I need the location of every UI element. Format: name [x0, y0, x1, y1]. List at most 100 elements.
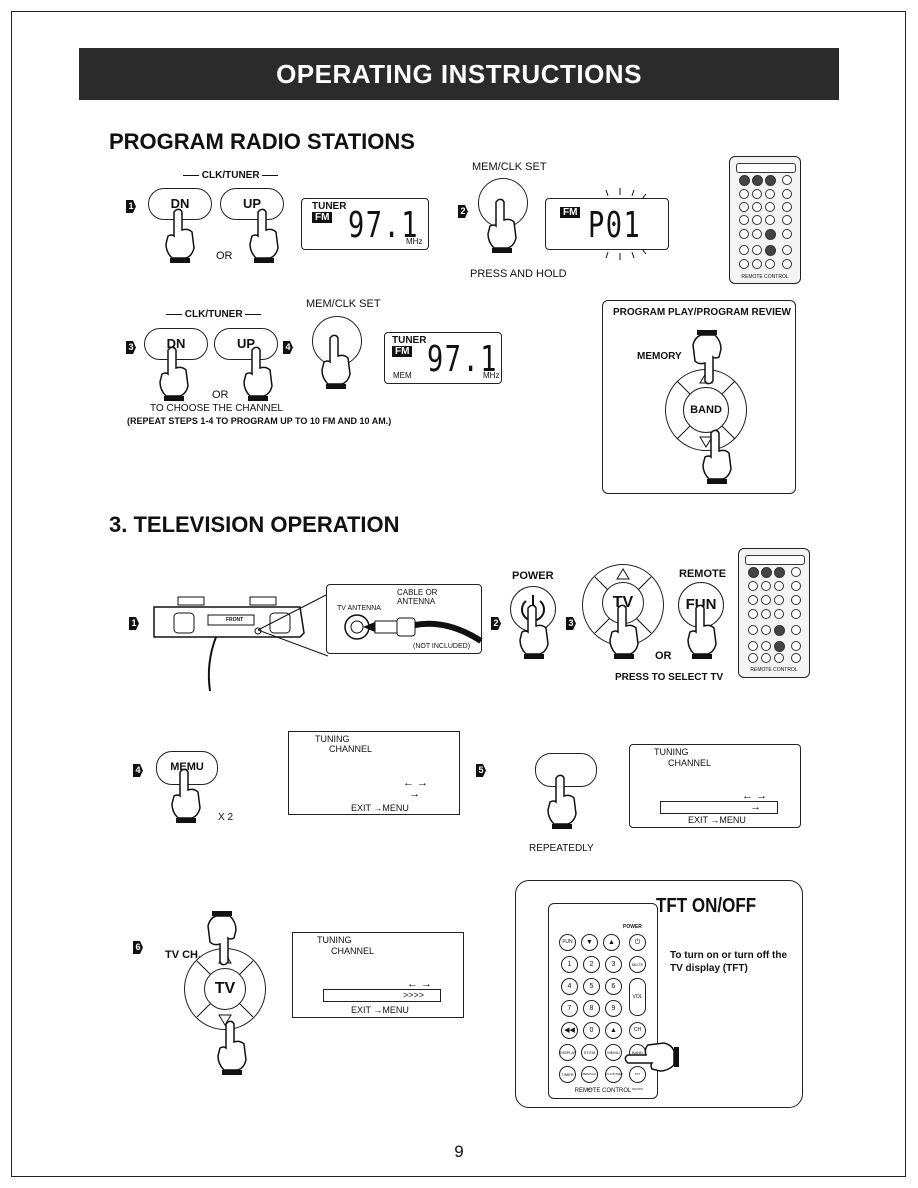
remote-key: ◀◀	[561, 1022, 578, 1039]
remote-control-image: REMOTE CONTROL	[738, 548, 810, 678]
zoom-lines-icon	[257, 593, 329, 657]
remote-key: ST.EM	[581, 1044, 598, 1061]
step-1-badge: 1	[129, 617, 139, 630]
remote-label: REMOTE	[679, 568, 727, 580]
remote-key: 9	[605, 1000, 622, 1017]
right-arrow-icon: →	[403, 788, 421, 800]
remote-key: 3	[605, 956, 622, 973]
fm-label: FM	[312, 212, 333, 223]
hand-pointer-icon	[207, 911, 237, 966]
section-title-radio: PROGRAM RADIO STATIONS	[109, 129, 415, 154]
hand-pointer-icon	[159, 346, 189, 401]
front-label: FRONT	[226, 617, 244, 623]
blank-button[interactable]	[535, 753, 597, 787]
tft-on-off-key: TFT ON/OFF	[629, 1066, 646, 1091]
tv-antenna-label: TV ANTENNA	[337, 605, 381, 612]
band-button[interactable]: BAND	[683, 387, 729, 433]
or-label: OR	[212, 389, 229, 401]
step-2-badge: 2	[491, 617, 501, 630]
hand-pointer-icon	[217, 1020, 247, 1075]
step-4-badge: 4	[133, 764, 143, 777]
hand-pointer-icon	[687, 604, 717, 659]
memory-display: TUNER FM MEM 97.1 MHz	[384, 332, 502, 384]
tuner-label: TUNER	[312, 201, 347, 212]
remote-key: CLK/TUNER	[605, 1066, 623, 1083]
choose-channel-text: TO CHOOSE THE CHANNEL	[150, 403, 283, 414]
step-6-badge: 6	[133, 941, 143, 954]
exit-menu-text: EXIT →MENU	[688, 815, 746, 825]
remote-key: ⏻	[629, 934, 646, 951]
page-number: 9	[454, 1142, 464, 1161]
tuning-label: TUNING	[315, 734, 350, 744]
channel-label: CHANNEL	[329, 744, 373, 754]
mhz-label: MHz	[406, 237, 423, 246]
channel-fill-screen: TUNING CHANNEL ← → >>>> EXIT →MENU	[292, 932, 464, 1018]
radio-unit-illustration	[153, 596, 305, 692]
mhz-label: MHz	[483, 371, 500, 380]
page-title: OPERATING INSTRUCTIONS	[79, 48, 839, 100]
hand-pointer-icon	[171, 768, 201, 823]
hand-pointer-icon	[249, 208, 279, 263]
blink-rays-icon	[605, 188, 647, 260]
remote-power-label: POWER	[623, 924, 642, 930]
remote-key: ▲	[603, 934, 620, 951]
up-button[interactable]: UP	[220, 188, 284, 220]
up-button[interactable]: UP	[214, 328, 278, 360]
remote-key: DISPLAY	[559, 1044, 577, 1061]
hand-pointer-icon	[692, 330, 722, 385]
power-label: POWER	[512, 570, 554, 582]
press-and-hold-label: PRESS AND HOLD	[470, 268, 567, 280]
right-arrow-icon: →	[744, 801, 762, 813]
remote-key: 0	[583, 1022, 600, 1039]
clk-tuner-label: CLK/TUNER	[183, 170, 279, 181]
fm-label: FM	[560, 207, 581, 218]
remote-key: 8	[583, 1000, 600, 1017]
left-right-arrows-icon: ← →	[742, 790, 768, 802]
not-included-label: (NOT INCLUDED)	[413, 643, 471, 650]
remote-caption: REMOTE CONTROL	[574, 1088, 632, 1094]
remote-key: 6	[605, 978, 622, 995]
channel-label: CHANNEL	[668, 758, 712, 768]
step-3-badge: 3	[566, 617, 576, 630]
remote-key: 5	[583, 978, 600, 995]
exit-menu-text: EXIT →MENU	[351, 803, 409, 813]
section-title-tv: 3. TELEVISION OPERATION	[109, 512, 400, 537]
hand-pointer-icon	[487, 198, 517, 253]
cable-antenna-label: CABLE OR ANTENNA	[397, 588, 438, 606]
tuning-label: TUNING	[654, 747, 689, 757]
remote-key: 4	[561, 978, 578, 995]
remote-key: ▼	[581, 934, 598, 951]
remote-key: 2	[583, 956, 600, 973]
remote-key: 7	[561, 1000, 578, 1017]
tuner-label: TUNER	[392, 335, 427, 346]
hand-pointer-icon	[624, 1042, 679, 1072]
remote-key-vol: VOL	[629, 978, 646, 1016]
step-5-badge: 5	[476, 764, 486, 777]
hand-pointer-icon	[609, 604, 639, 659]
tv-button[interactable]: TV	[204, 968, 246, 1010]
tuning-label: TUNING	[317, 935, 352, 945]
antenna-detail-panel: TV ANTENNA CABLE OR ANTENNA (NOT INCLUDE…	[326, 584, 483, 654]
remote-key: TIMER	[559, 1066, 576, 1083]
coax-cable-icon	[344, 614, 483, 644]
tv-ch-label: TV CH.	[165, 949, 202, 961]
program-review-title: PROGRAM PLAY/PROGRAM REVIEW	[613, 307, 791, 318]
hand-pointer-icon	[243, 346, 273, 401]
remote-key: CH	[629, 1022, 646, 1039]
tv-button[interactable]: TV	[602, 582, 644, 624]
tft-title: TFT ON/OFF	[656, 895, 757, 917]
left-right-arrows-icon: ← →	[403, 777, 429, 789]
remote-key: MEMU	[605, 1044, 622, 1061]
remote-key: FUN	[559, 934, 576, 951]
step-2-badge: 2	[458, 205, 468, 218]
fill-arrows-label: >>>>	[403, 990, 425, 1000]
preset-display: FM P01	[545, 198, 669, 250]
repeatedly-label: REPEATEDLY	[529, 843, 594, 854]
remote-key: MUTE	[629, 956, 646, 973]
mem-clk-set-label: MEM/CLK SET	[306, 298, 381, 310]
hand-pointer-icon	[702, 429, 732, 484]
hand-pointer-icon	[547, 774, 577, 829]
or-label: OR	[655, 650, 672, 662]
frequency-readout: 97.1	[348, 205, 420, 246]
step-4-badge: 4	[283, 341, 293, 354]
